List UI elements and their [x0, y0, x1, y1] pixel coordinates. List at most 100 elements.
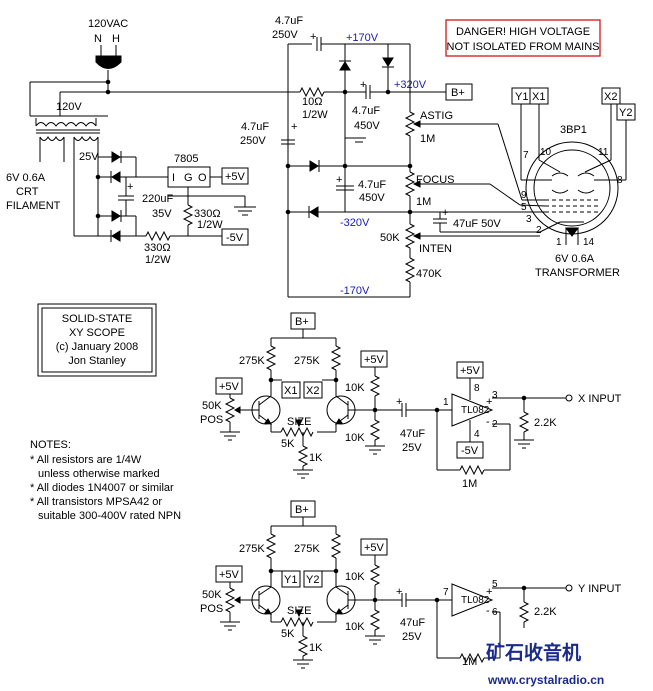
res-330-bot-value: 330Ω	[144, 242, 171, 254]
crt-pin-7: 7	[523, 150, 529, 161]
note-line-3: * All diodes 1N4007 or similar	[30, 482, 174, 494]
y-opamp-pin7: 7	[443, 587, 449, 598]
minus5-psu-label: -5V	[226, 232, 244, 244]
x-div-top-label: 10K	[345, 382, 365, 394]
y-bplus-label: B+	[295, 504, 309, 516]
note-line-2: unless otherwise marked	[38, 468, 160, 480]
bridge-diode-1	[111, 151, 122, 163]
y-size-label: SIZE	[287, 605, 311, 617]
plus5-psu-label: +5V	[225, 171, 246, 183]
note-line-1: * All resistors are 1/4W	[30, 454, 142, 466]
x-size-label: SIZE	[287, 416, 311, 428]
power-transformer: 120V 25V 6V 0.6A CRT FILAMENT	[6, 101, 100, 236]
crt-filament-label-1: 6V 0.6A	[555, 253, 595, 265]
cap-hv-top-voltage: 250V	[272, 29, 298, 41]
filament-label-1: 6V 0.6A	[6, 172, 46, 184]
crt-pin-8: 8	[617, 175, 623, 186]
mains-voltage-label: 120VAC	[88, 18, 128, 30]
x-x2-label: X2	[306, 385, 319, 397]
svg-text:+: +	[396, 586, 402, 598]
cap-grid-label: 47uF 50V	[453, 218, 501, 230]
svg-text:+: +	[486, 396, 492, 408]
inten-label: INTEN	[419, 243, 452, 255]
focus-label: FOCUS	[416, 174, 455, 186]
title-box: SOLID-STATE XY SCOPE (c) January 2008 Jo…	[37, 303, 157, 377]
x-opamp-vplus-label: +5V	[460, 365, 481, 377]
res-10-value: 10Ω	[302, 96, 322, 108]
x-opamp-pin3: 3	[492, 390, 498, 401]
notes-heading: NOTES:	[30, 439, 71, 451]
y-y2-label: Y2	[306, 574, 319, 586]
svg-text:-: -	[486, 605, 490, 617]
y-deflection-stage: B+ 275K 275K Y1 Y2 S	[200, 500, 621, 669]
x-opamp-vplus-terminal	[456, 361, 484, 379]
y-opamp-pin5: 5	[492, 579, 498, 590]
hv-diode-c	[309, 160, 320, 172]
warning-line-2: NOT ISOLATED FROM MAINS	[447, 41, 600, 53]
y-div-supply-label: +5V	[364, 542, 385, 554]
x-r-right-label: 275K	[294, 355, 320, 367]
x-div-bot-label: 10K	[345, 432, 365, 444]
x-opamp-vminus-terminal	[456, 441, 484, 459]
crt-y2-label: Y2	[619, 107, 632, 119]
y-pos-label: POS	[200, 603, 223, 615]
capacitor-hv-top: 4.7uF 250V +	[272, 15, 410, 51]
y-y1-terminal	[281, 570, 301, 588]
svg-text:+: +	[360, 79, 366, 91]
crt-pin-14: 14	[583, 237, 595, 248]
crt-x1-label: X1	[532, 91, 545, 103]
x-cap-voltage: 25V	[402, 442, 422, 454]
cap-hv-mid-voltage: 450V	[354, 120, 380, 132]
cap-hv-left-value: 4.7uF	[241, 121, 269, 133]
svg-text:+: +	[396, 396, 402, 408]
regulator-pin-i: I	[172, 172, 175, 184]
x-div-supply-label: +5V	[364, 354, 385, 366]
y-div-top-label: 10K	[345, 571, 365, 583]
note-line-5: suitable 300-400V rated NPN	[38, 510, 181, 522]
y-y1-label: Y1	[284, 574, 297, 586]
res-10-power: 1/2W	[302, 109, 328, 121]
focus-value: 1M	[416, 196, 431, 208]
crt-pin-10: 10	[540, 147, 552, 158]
x-r-emitter-label: 1K	[309, 452, 323, 464]
x-x1-label: X1	[284, 385, 297, 397]
filament-label-3: FILAMENT	[6, 200, 61, 212]
svg-text:+: +	[291, 121, 297, 133]
rail-plus170-label: +170V	[346, 32, 379, 44]
rail-minus320-label: -320V	[340, 217, 370, 229]
transformer-primary-label: 120V	[56, 101, 82, 113]
svg-text:+: +	[486, 586, 492, 598]
y-r-input-label: 2.2K	[534, 606, 557, 618]
capacitor-220uf: + 220uF 35V	[118, 177, 173, 220]
bplus-hv-label: B+	[451, 87, 465, 99]
bridge-diode-4	[110, 230, 121, 242]
y-input-label: Y INPUT	[578, 583, 621, 595]
y-r-left-label: 275K	[239, 543, 265, 555]
x-opamp-vminus-label: -5V	[461, 445, 479, 457]
title-line-3: (c) January 2008	[56, 341, 139, 353]
inten-value: 50K	[380, 232, 400, 244]
res-330-top-power: 1/2W	[197, 219, 223, 231]
warning-line-1: DANGER! HIGH VOLTAGE	[456, 26, 590, 38]
filament-label-2: CRT	[16, 186, 39, 198]
title-line-1: SOLID-STATE	[62, 313, 133, 325]
x-pos-label: POS	[200, 414, 223, 426]
x-bplus-label: B+	[295, 316, 309, 328]
y-cap-voltage: 25V	[402, 631, 422, 643]
watermark-chinese: 矿石收音机	[486, 641, 581, 664]
crt-x2-label: X2	[604, 91, 617, 103]
x-x2-terminal	[303, 381, 323, 399]
x-input-label: X INPUT	[578, 393, 622, 405]
x-r-left-label: 275K	[239, 355, 265, 367]
y-pos-supply-terminal	[215, 565, 243, 583]
danger-warning-box: DANGER! HIGH VOLTAGE NOT ISOLATED FROM M…	[445, 19, 601, 57]
title-line-4: Jon Stanley	[68, 355, 126, 367]
cap-hv-mid-value: 4.7uF	[352, 105, 380, 117]
cap-220-value: 220uF	[142, 193, 173, 205]
cap-hv-low-voltage: 450V	[359, 192, 385, 204]
cap-hv-left-voltage: 250V	[240, 135, 266, 147]
crt-pin-3: 3	[526, 214, 532, 225]
y-pos-supply-label: +5V	[219, 569, 240, 581]
regulator-part-label: 7805	[174, 153, 198, 165]
